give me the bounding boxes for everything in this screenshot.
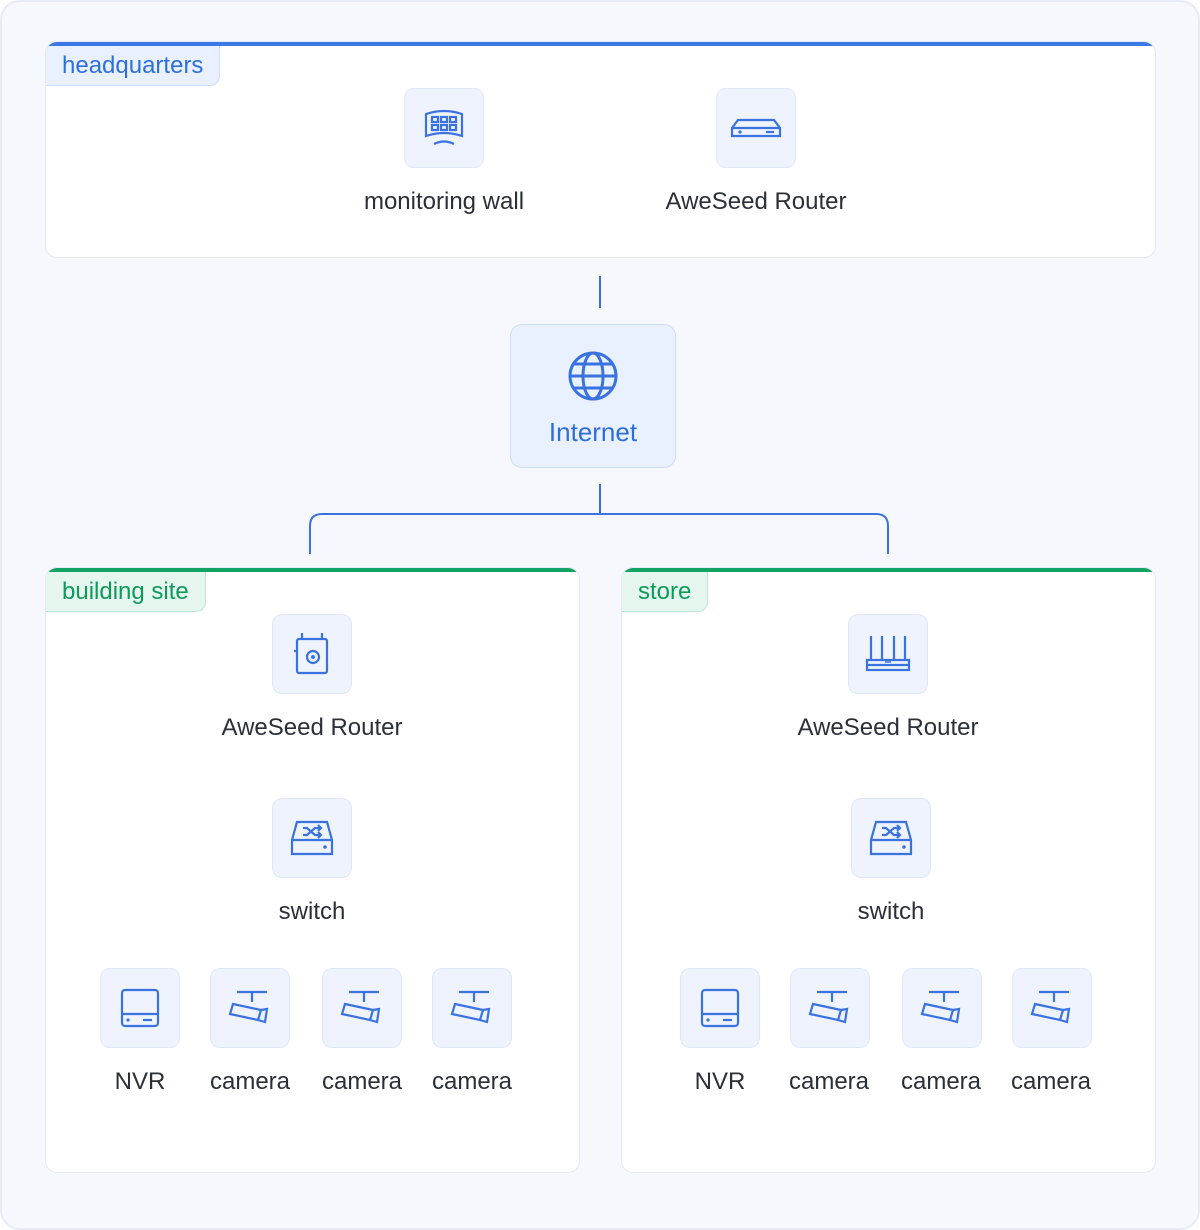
store-switch-label: switch xyxy=(857,898,925,925)
building-camera-node-3[interactable] xyxy=(432,968,512,1048)
building-camera-node-1[interactable] xyxy=(210,968,290,1048)
globe-icon xyxy=(568,351,618,401)
store-nvr-label: NVR xyxy=(694,1068,746,1095)
store-camera-label-3: camera xyxy=(1010,1068,1092,1095)
internet-node[interactable]: Internet xyxy=(510,324,676,468)
building-nvr-node[interactable] xyxy=(100,968,180,1048)
store-nvr-node[interactable] xyxy=(680,968,760,1048)
headquarters-title: headquarters xyxy=(46,46,221,86)
building-switch-label: switch xyxy=(278,898,346,925)
camera-icon xyxy=(340,990,381,1024)
internet-branch-line xyxy=(309,484,889,554)
building-camera-label-1: camera xyxy=(209,1068,291,1095)
store-accent-bar xyxy=(622,568,1155,572)
nvr-icon xyxy=(700,988,740,1028)
camera-icon xyxy=(808,990,849,1024)
building-router-node[interactable] xyxy=(272,614,352,694)
monitoring-wall-node[interactable] xyxy=(404,88,484,168)
headquarters-panel: headquarters xyxy=(45,41,1156,258)
headquarters-accent-bar xyxy=(46,42,1155,46)
internet-label: Internet xyxy=(548,417,638,447)
building-site-title: building site xyxy=(46,572,206,612)
camera-icon xyxy=(228,990,269,1024)
wifi-router-icon xyxy=(865,636,911,672)
camera-icon xyxy=(1030,990,1071,1024)
building-switch-node[interactable] xyxy=(272,798,352,878)
store-router-node[interactable] xyxy=(848,614,928,694)
switch-icon xyxy=(869,820,913,856)
monitoring-wall-icon xyxy=(424,109,464,145)
building-camera-label-2: camera xyxy=(321,1068,403,1095)
building-nvr-label: NVR xyxy=(114,1068,166,1095)
building-camera-node-2[interactable] xyxy=(322,968,402,1048)
hq-router-label: AweSeed Router xyxy=(665,188,847,215)
store-title: store xyxy=(622,572,709,612)
store-camera-label-2: camera xyxy=(900,1068,982,1095)
store-camera-label-1: camera xyxy=(788,1068,870,1095)
store-camera-node-2[interactable] xyxy=(902,968,982,1048)
industrial-router-icon xyxy=(294,633,329,675)
router-icon xyxy=(730,118,782,138)
hq-router-node[interactable] xyxy=(716,88,796,168)
store-router-label: AweSeed Router xyxy=(797,714,979,741)
store-camera-node-1[interactable] xyxy=(790,968,870,1048)
monitoring-wall-label: monitoring wall xyxy=(363,188,525,215)
building-site-accent-bar xyxy=(46,568,579,572)
store-switch-node[interactable] xyxy=(851,798,931,878)
switch-icon xyxy=(290,820,334,856)
nvr-icon xyxy=(120,988,160,1028)
camera-icon xyxy=(920,990,961,1024)
building-camera-label-3: camera xyxy=(431,1068,513,1095)
camera-icon xyxy=(450,990,491,1024)
store-camera-node-3[interactable] xyxy=(1012,968,1092,1048)
building-router-label: AweSeed Router xyxy=(221,714,403,741)
